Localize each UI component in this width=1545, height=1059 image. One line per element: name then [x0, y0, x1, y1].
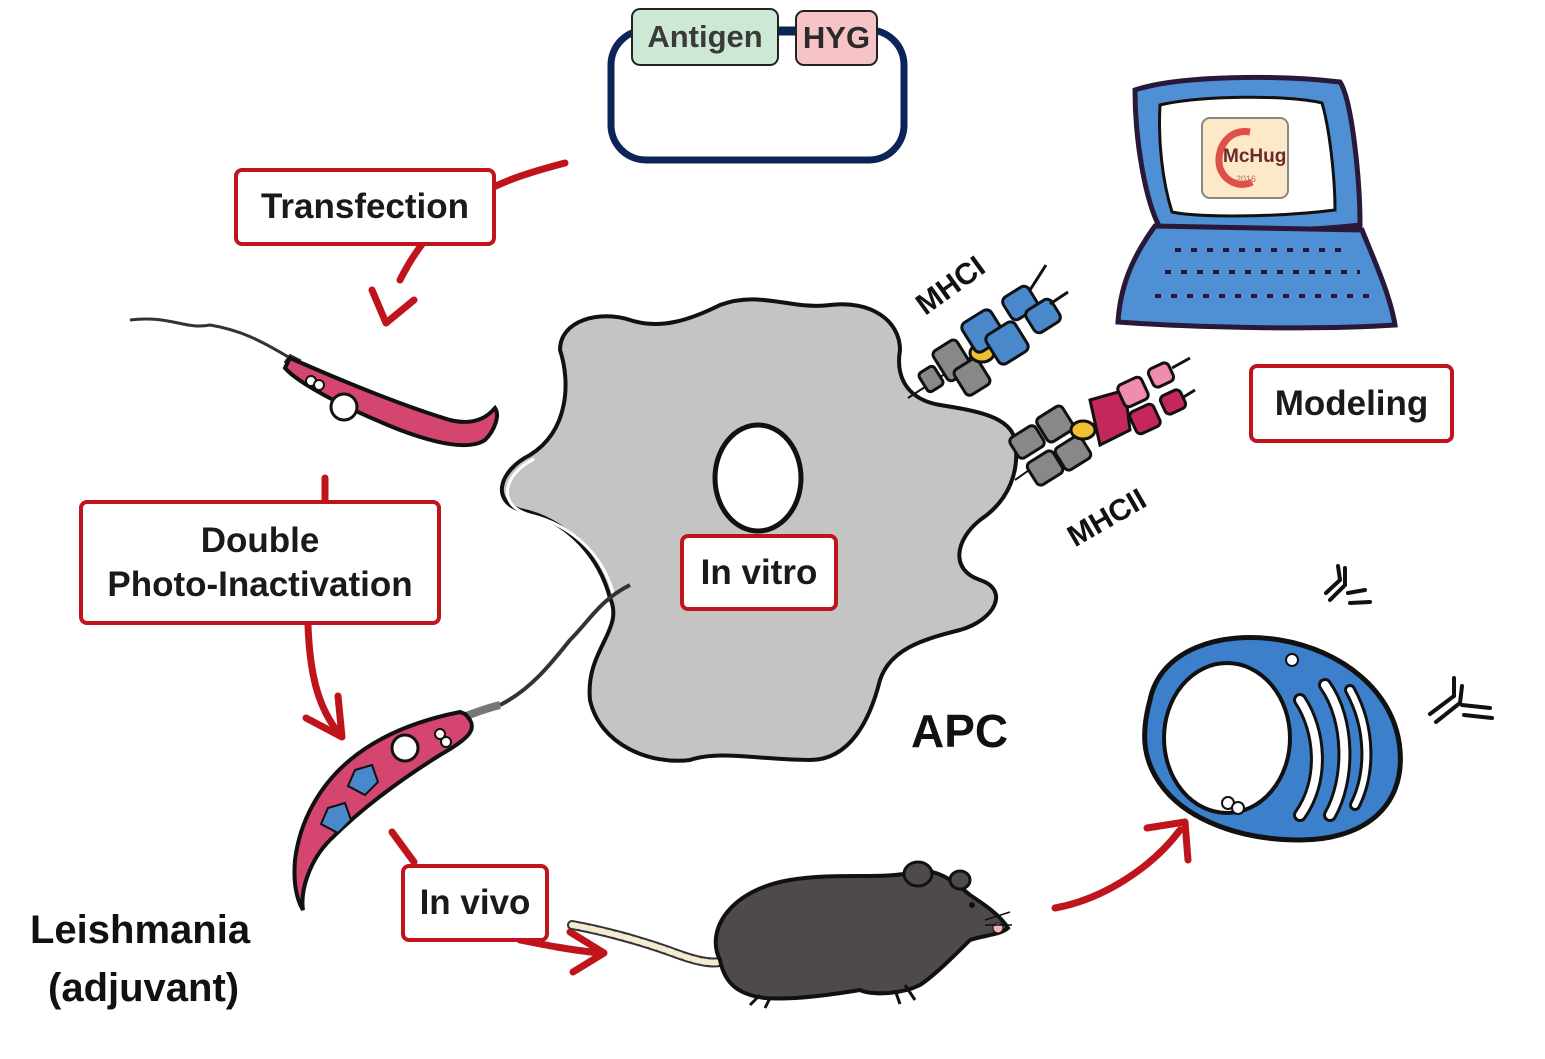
mchug-logo [1201, 117, 1289, 199]
in-vitro-label: In vitro [680, 534, 838, 611]
arrow-double-photo-inactivation [302, 474, 346, 741]
antibody-icon-2 [1428, 676, 1494, 724]
arrow-to-plasma-cell [1051, 818, 1192, 912]
double-photo-inactivation-line2: Photo-Inactivation [107, 564, 413, 604]
mhc2-complex-icon [1008, 356, 1196, 487]
apc-label: APC [911, 705, 1009, 757]
modeling-label: Modeling [1249, 364, 1454, 443]
double-photo-inactivation-label: Double Photo-Inactivation [79, 500, 441, 625]
mchug-logo-year: 2016 [1236, 174, 1257, 184]
antigen-tag: Antigen [631, 8, 779, 66]
laptop-icon [1115, 74, 1398, 331]
plasma-cell-icon [1142, 635, 1403, 843]
leishmania-label-line1: Leishmania [30, 908, 251, 952]
mouse-icon [567, 860, 1012, 1009]
antibody-icon-1 [1324, 564, 1372, 605]
hyg-tag: HYG [795, 10, 878, 66]
leishmania-label-line2: (adjuvant) [48, 966, 240, 1010]
leishmania-parasite-icon-bottom [292, 583, 631, 912]
in-vivo-label: In vivo [401, 864, 549, 942]
mhc1-complex-icon [907, 264, 1069, 399]
apc-cell [499, 297, 1019, 763]
transfection-label: Transfection [234, 168, 496, 246]
leishmania-parasite-icon-top [129, 317, 499, 448]
mchug-logo-text: McHug [1223, 146, 1287, 167]
double-photo-inactivation-line1: Double [200, 520, 320, 560]
